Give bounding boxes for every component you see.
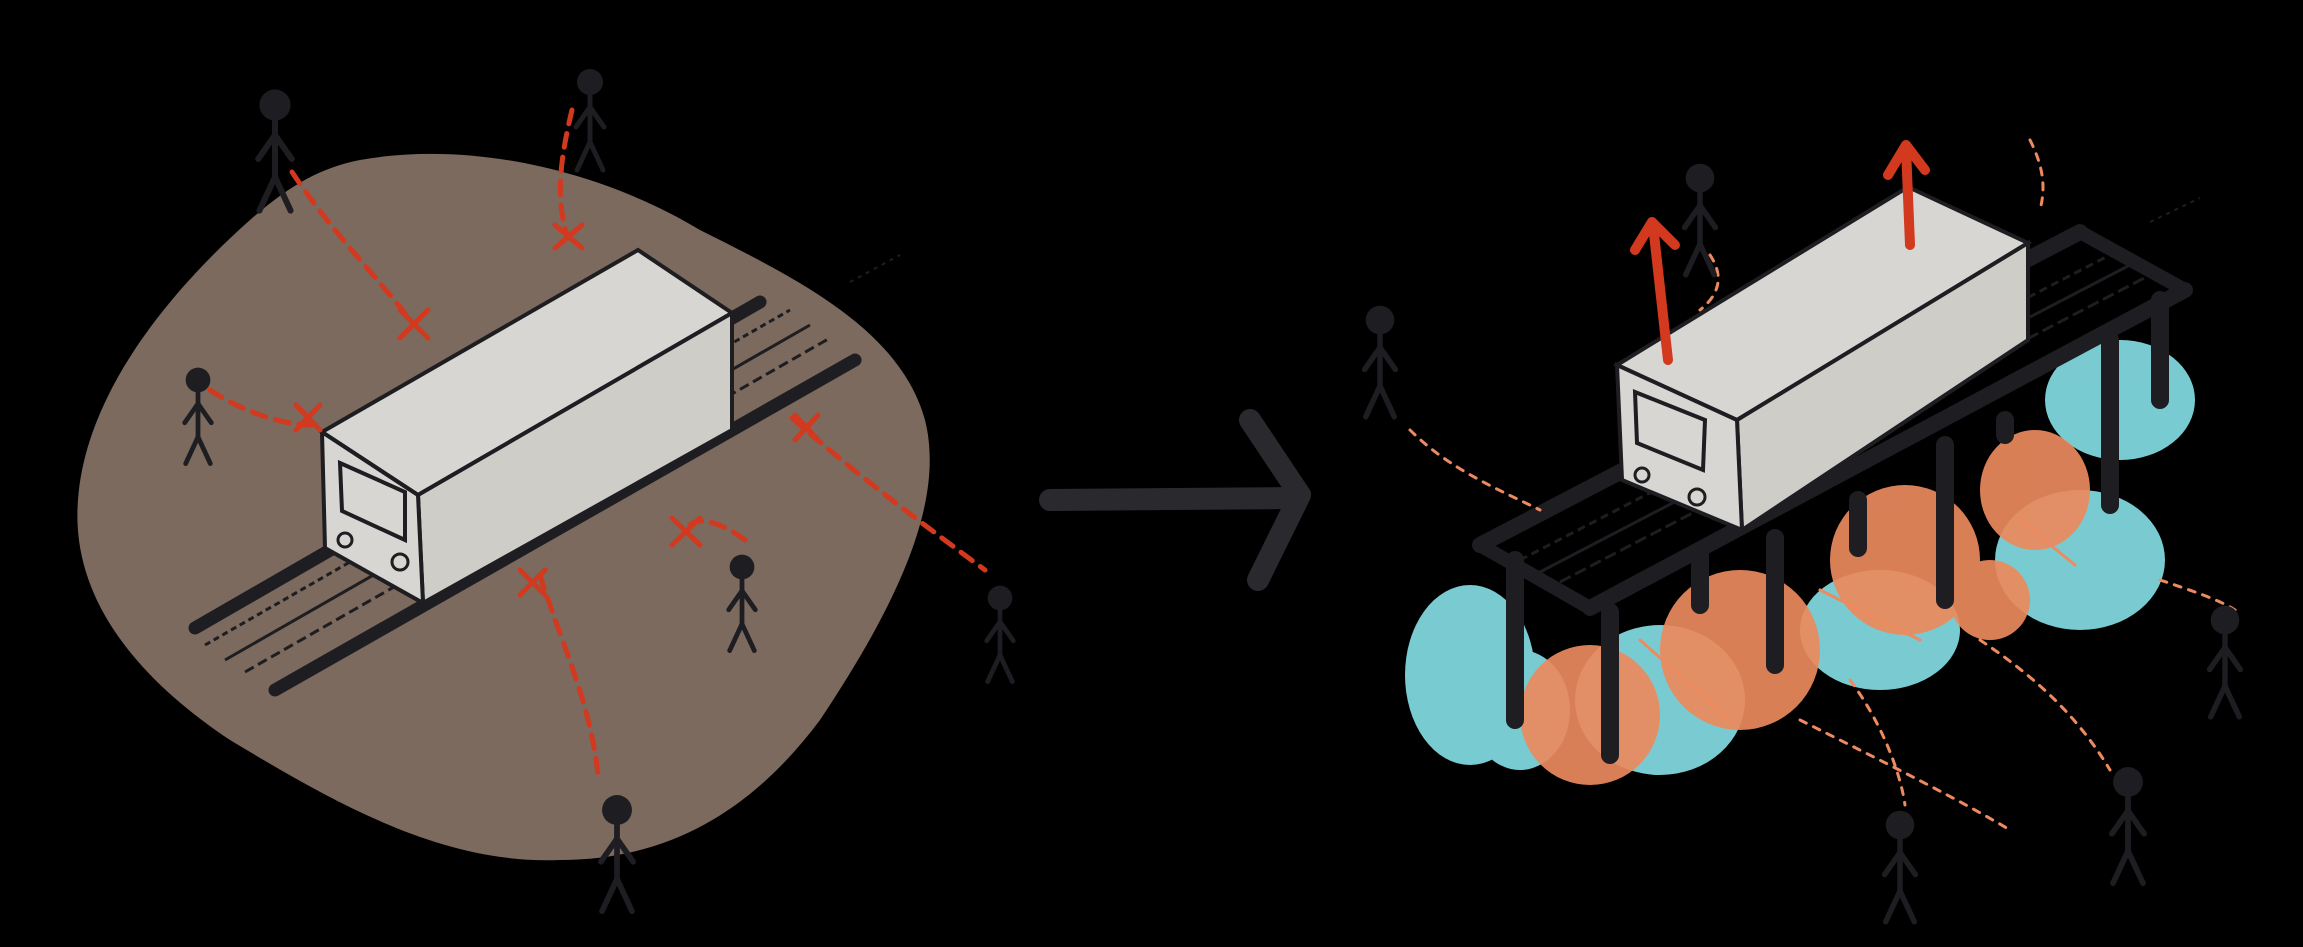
up-arrow-icon <box>1883 140 1930 250</box>
pedestrian-icon <box>598 795 636 915</box>
support-pillars <box>1506 291 2169 764</box>
train-window <box>337 459 407 544</box>
up-arrows <box>1630 140 1930 365</box>
train-car-elevated <box>1612 184 2033 534</box>
pedestrian-icon <box>1361 305 1399 420</box>
pedestrians-before <box>182 69 1016 915</box>
x-mark-icon <box>792 412 821 443</box>
x-mark-icon <box>552 222 585 251</box>
transition-arrow-icon <box>1039 409 1311 591</box>
flow-arrows <box>1638 518 2077 722</box>
up-arrow-icon <box>1630 217 1680 365</box>
pedestrian-icon <box>984 585 1016 684</box>
pedestrian-icon <box>2109 767 2147 887</box>
train-light <box>1687 487 1707 507</box>
pedestrian-icon <box>1681 163 1719 278</box>
x-mark-icon <box>293 402 323 433</box>
x-mark-icon <box>669 515 703 548</box>
before-scene <box>77 69 1016 915</box>
x-mark-icon <box>397 307 431 341</box>
train-light <box>336 531 354 549</box>
pedestrian-icon <box>2206 605 2244 720</box>
train-car-ground <box>318 247 736 607</box>
train-window <box>1632 388 1708 473</box>
pedestrian-icon <box>255 89 295 214</box>
blocked-crossing-marks <box>293 222 821 598</box>
pedestrians-after <box>1361 163 2244 925</box>
train-light <box>1633 466 1651 484</box>
pedestrian-icon <box>1881 810 1919 925</box>
pedestrian-icon <box>726 554 758 653</box>
x-mark-icon <box>517 567 548 598</box>
train-light <box>390 552 410 572</box>
after-scene <box>1361 138 2244 925</box>
pedestrian-icon <box>573 69 607 173</box>
pedestrian-icon <box>182 367 214 466</box>
